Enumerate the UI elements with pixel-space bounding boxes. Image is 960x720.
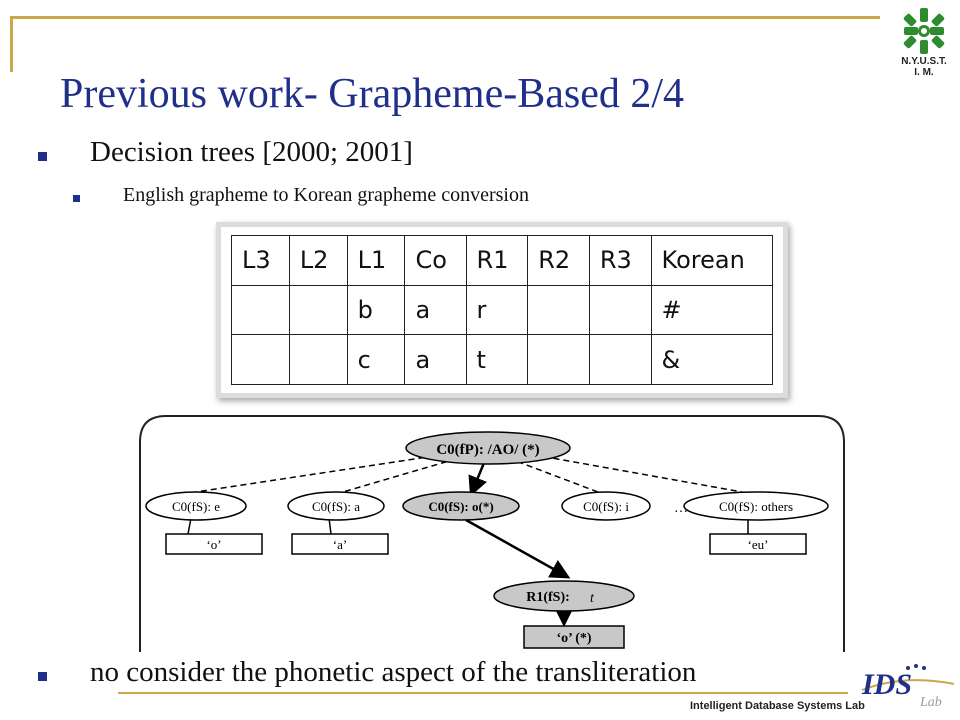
tree-child-node: C0(fS): o(*) (402, 491, 520, 521)
tree-r1-node: R1(fS): t (493, 580, 635, 612)
table-cell (231, 334, 290, 385)
tree-child-node: C0(fS): others (683, 491, 829, 521)
bottom-frame-line (118, 692, 848, 694)
child-label: C0(fS): others (719, 499, 793, 514)
tree-child-node: C0(fS): e (145, 491, 247, 521)
table-cell (231, 284, 290, 336)
nyust-logo-icon (903, 8, 945, 54)
tree-edge (195, 452, 455, 493)
child-label: C0(fS): i (583, 499, 629, 514)
tree-final-leaf: ‘o’ (*) (523, 625, 625, 649)
table-header-cell: Korean (650, 235, 774, 286)
logo-line1: N.Y.U.S.T. (901, 56, 947, 67)
child-label: C0(fS): e (172, 499, 220, 514)
ids-lab-script: Lab (919, 695, 942, 708)
tree-child-node: C0(fS): i (561, 491, 651, 521)
bullet-phonetic: no consider the phonetic aspect of the t… (90, 656, 697, 688)
table-cell: c (346, 334, 406, 385)
table-cell (588, 334, 652, 385)
tree-edge (523, 452, 743, 493)
table-header-cell: R3 (588, 235, 652, 286)
table-header-cell: L2 (288, 235, 348, 286)
subbullet-conversion: English grapheme to Korean grapheme conv… (123, 184, 529, 206)
ids-lab-logo-icon: IDS Lab (861, 664, 955, 708)
ids-logo-text: IDS (861, 668, 912, 701)
lab-name-text: Intelligent Database Systems Lab (690, 700, 865, 712)
tree-frame (139, 415, 845, 652)
leaf-label: ‘a’ (333, 537, 347, 552)
table-cell: # (650, 284, 774, 336)
tree-root-node: C0(fP): /AO/ (*) (405, 431, 571, 465)
feature-table-figure: L3 L2 L1 Co R1 R2 R3 Korean b a r # c a … (216, 222, 788, 398)
table-cell (288, 334, 348, 385)
left-frame-line (10, 16, 13, 72)
table-header-row: L3 L2 L1 Co R1 R2 R3 Korean (231, 235, 774, 286)
table-cell: & (650, 334, 774, 385)
table-cell (588, 284, 652, 336)
root-label: C0(fP): /AO/ (*) (436, 442, 539, 458)
table-header-cell: L3 (231, 235, 290, 286)
final-leaf-label: ‘o’ (*) (556, 631, 591, 646)
table-cell: b (346, 284, 406, 336)
top-frame-line (10, 16, 880, 19)
table-cell (288, 284, 348, 336)
table-header-cell: Co (404, 235, 467, 286)
leaf-label: ‘eu’ (748, 537, 769, 552)
table-row: c a t & (231, 334, 774, 385)
decision-tree-figure: C0(fP): /AO/ (*) C0(fS): e C0(fS): a C0(… (139, 415, 845, 652)
child-label: C0(fS): o(*) (428, 499, 493, 514)
tree-leaf-node: ‘eu’ (709, 533, 807, 555)
table-cell (527, 334, 590, 385)
r1-value: t (590, 591, 595, 606)
table-cell (527, 284, 590, 336)
slide-title: Previous work- Grapheme-Based 2/4 (60, 71, 685, 117)
r1-label: R1(fS): (526, 590, 570, 605)
tree-leaf-node: ‘a’ (291, 533, 389, 555)
table-cell: t (465, 334, 529, 385)
bullet-decision-trees: Decision trees [2000; 2001] (90, 136, 413, 168)
nyust-logo-text: N.Y.U.S.T. I. M. (892, 56, 956, 78)
table-cell: a (404, 334, 467, 385)
logo-line2: I. M. (914, 67, 934, 78)
tree-leaf-node: ‘o’ (165, 533, 263, 555)
table-header-cell: L1 (346, 235, 406, 286)
feature-table: L3 L2 L1 Co R1 R2 R3 Korean b a r # c a … (231, 235, 774, 385)
bullet-marker (38, 152, 47, 161)
child-label: C0(fS): a (312, 499, 360, 514)
tree-edge (465, 518, 571, 579)
subbullet-marker (73, 195, 80, 202)
tree-child-node: C0(fS): a (287, 491, 385, 521)
table-row: b a r # (231, 284, 774, 336)
bullet-marker (38, 672, 47, 681)
leaf-label: ‘o’ (206, 537, 221, 552)
table-header-cell: R2 (527, 235, 590, 286)
tree-edge (328, 517, 332, 535)
table-cell: a (404, 284, 467, 336)
tree-edge (507, 457, 599, 493)
table-header-cell: R1 (465, 235, 529, 286)
table-cell: r (465, 284, 529, 336)
